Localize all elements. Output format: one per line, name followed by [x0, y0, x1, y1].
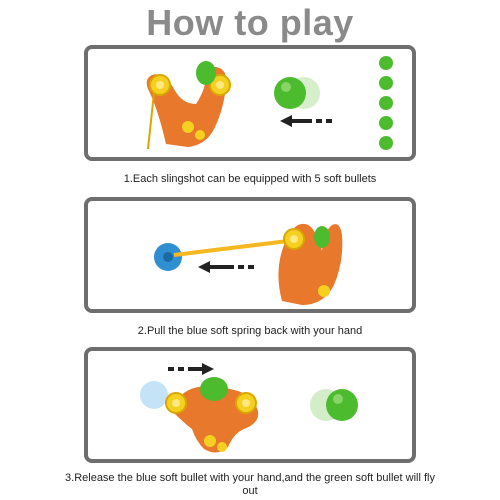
five-bullets — [379, 56, 393, 150]
green-ball — [326, 389, 358, 421]
arrow-right-icon — [168, 363, 214, 375]
step-2-illustration — [154, 223, 343, 305]
step-1-caption: 1.Each slingshot can be equipped with 5 … — [123, 173, 377, 185]
step-3-caption: 3.Release the blue soft bullet with your… — [65, 472, 435, 497]
step-1-panel — [84, 45, 416, 161]
page-title: How to play — [146, 2, 354, 43]
blue-disc — [154, 243, 182, 271]
green-ball — [274, 77, 306, 109]
step-1-illustration — [146, 56, 393, 150]
step-2-panel — [84, 197, 416, 313]
slingshot — [278, 223, 343, 305]
step-2-caption: 2.Pull the blue soft spring back with yo… — [137, 325, 363, 337]
arrow-left-icon — [280, 115, 332, 127]
step-3-panel — [84, 347, 416, 463]
slingshot — [165, 377, 259, 453]
slingshot — [146, 61, 231, 150]
step-3-illustration — [140, 363, 358, 453]
arrow-left-icon — [198, 261, 254, 273]
